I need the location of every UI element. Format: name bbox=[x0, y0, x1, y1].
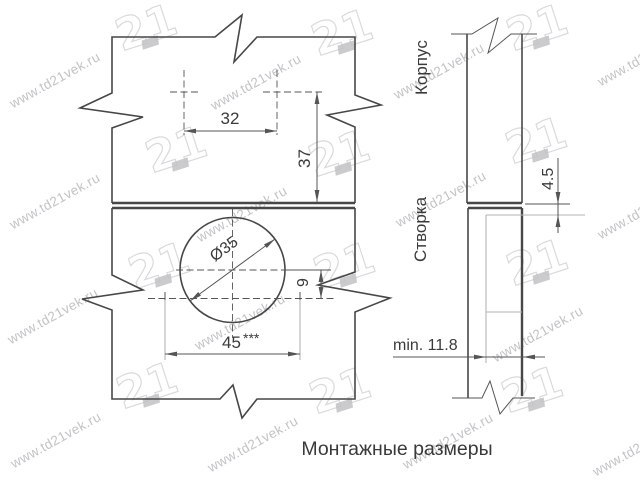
arrowhead-right bbox=[474, 354, 486, 360]
logo-watermark bbox=[109, 351, 185, 421]
arrowhead-up bbox=[555, 215, 561, 227]
dim-cup-offset-label: 9 bbox=[295, 278, 312, 287]
cabinet-drill-markers bbox=[170, 70, 322, 135]
logo-watermark bbox=[121, 231, 197, 301]
arrowhead-top bbox=[318, 270, 324, 282]
door-label: Створка bbox=[411, 196, 430, 262]
dim-screw-spacing-note: *** bbox=[243, 330, 260, 346]
door-bottom-break-line bbox=[452, 379, 535, 416]
watermark-text: www.td21vek.ru bbox=[7, 409, 103, 472]
cabinet-panel-outline bbox=[77, 13, 384, 203]
front-view: 32 37 Ø35 9 bbox=[77, 13, 393, 420]
cup-hole-section bbox=[485, 214, 585, 363]
arrowhead-lower bbox=[190, 292, 201, 301]
arrowhead-bottom bbox=[314, 190, 320, 202]
side-view: Корпус Створка 4.5 min. 11.8 bbox=[393, 16, 585, 416]
cabinet-top-break-line bbox=[451, 16, 537, 55]
arrowhead-bottom bbox=[318, 287, 324, 299]
logo-watermark bbox=[108, 0, 184, 63]
drawing-caption: Монтажные размеры bbox=[301, 438, 492, 460]
dim-cup-offset: 9 bbox=[295, 270, 324, 299]
diameter-line bbox=[189, 238, 276, 302]
watermark-text: www.td21vek.ru bbox=[594, 27, 640, 90]
arrowhead-top bbox=[314, 92, 320, 104]
watermark-layer: www.td21vek.ru www.td21vek.ru www.td21vek.… bbox=[4, 0, 640, 480]
logo-watermark bbox=[138, 115, 214, 185]
cabinet-label: Корпус bbox=[412, 40, 431, 95]
arrowhead-right bbox=[265, 128, 277, 134]
watermark-text: www.td21vek.ru bbox=[207, 51, 303, 114]
dim-cup-edge-gap: 4.5 bbox=[525, 158, 570, 233]
arrowhead-left bbox=[165, 351, 177, 357]
dim-min-depth-label: min. 11.8 bbox=[393, 337, 458, 354]
watermark-text: www.td21vek.ru bbox=[6, 170, 102, 233]
watermark-text: www.td21vek.ru bbox=[204, 413, 300, 476]
dim-edge-distance: 37 bbox=[295, 92, 320, 202]
logo-watermark bbox=[304, 0, 380, 68]
dim-hole-spacing-label: 32 bbox=[221, 109, 240, 128]
dim-hole-spacing: 32 bbox=[184, 109, 277, 134]
dim-min-depth: min. 11.8 bbox=[393, 337, 545, 360]
logo-watermark bbox=[494, 355, 570, 425]
watermark-text: www.td21vek.ru bbox=[589, 417, 640, 480]
logo-watermark bbox=[302, 356, 378, 426]
arrowhead-down bbox=[555, 192, 561, 204]
arrowhead-right bbox=[288, 351, 300, 357]
logo-watermark bbox=[499, 0, 575, 63]
watermark-text: www.td21vek.ru bbox=[4, 285, 100, 348]
arrowhead-left bbox=[184, 128, 196, 134]
logo-watermark bbox=[499, 228, 575, 298]
dim-cup-edge-gap-label: 4.5 bbox=[540, 168, 557, 190]
watermark-text: www.td21vek.ru bbox=[193, 183, 289, 246]
watermark-text: www.td21vek.ru bbox=[594, 180, 640, 243]
arrowhead-upper bbox=[264, 239, 275, 248]
watermark-text: www.td21vek.ru bbox=[6, 49, 102, 112]
arrowhead-left bbox=[523, 354, 535, 360]
dim-screw-spacing: 45 *** bbox=[164, 300, 301, 360]
dim-edge-distance-label: 37 bbox=[295, 149, 314, 168]
watermark-text: www.td21vek.ru bbox=[390, 40, 486, 103]
watermark-text: www.td21vek.ru bbox=[392, 168, 488, 231]
logo-watermark bbox=[498, 106, 574, 176]
dim-screw-spacing-label: 45 bbox=[222, 333, 241, 352]
